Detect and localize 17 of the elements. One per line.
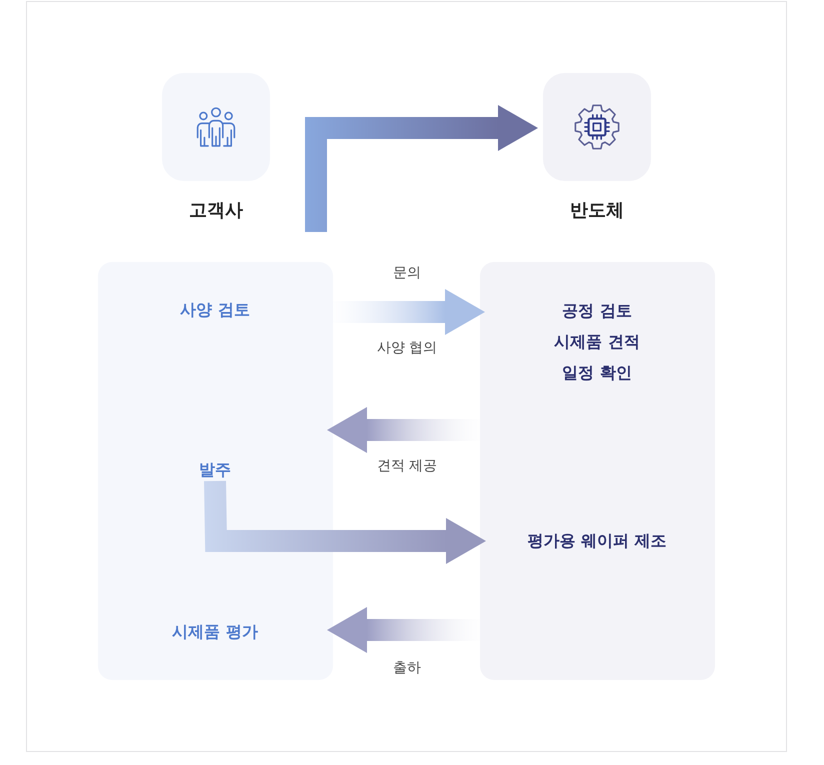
- step-label: 공정 검토: [562, 300, 632, 322]
- step-label: 시제품 평가: [172, 621, 258, 643]
- edge-label: 출하: [393, 659, 421, 678]
- edge-label: 견적 제공: [376, 457, 438, 476]
- step-label: 발주: [199, 459, 231, 481]
- arrow: [305, 105, 538, 232]
- step-label: 사양 검토: [180, 299, 250, 321]
- node-title: 고객사: [189, 200, 243, 222]
- edge-label: 문의: [393, 264, 421, 283]
- step-label: 평가용 웨이퍼 제조: [527, 530, 667, 552]
- node-title: 반도체: [570, 200, 624, 222]
- step-label: 시제품 견적: [554, 331, 640, 353]
- arrow: [204, 480, 486, 564]
- flow-note: 사양 협의: [376, 339, 438, 358]
- panel: [98, 262, 333, 680]
- panel: [480, 262, 715, 680]
- step-label: 일정 확인: [562, 362, 632, 384]
